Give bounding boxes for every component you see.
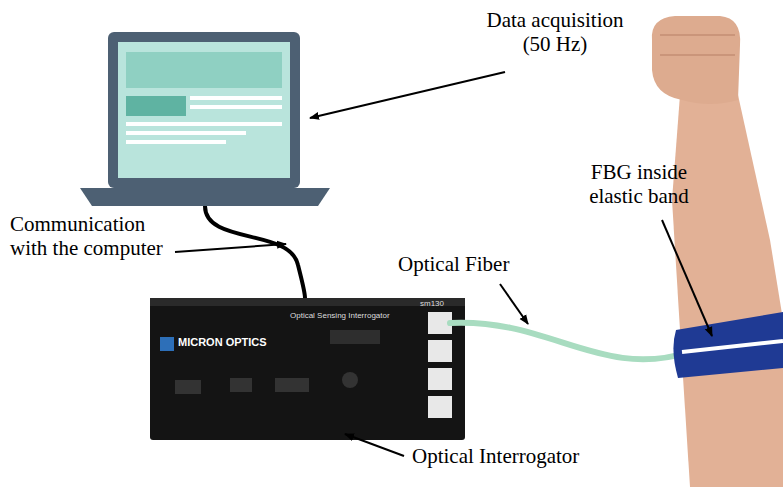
- device-label: Optical Sensing Interrogator: [290, 311, 390, 320]
- title-label: Data acquisition (50 Hz): [470, 8, 640, 56]
- optical-fiber: [450, 323, 690, 360]
- arm: [652, 16, 783, 487]
- optical-interrogator: [150, 298, 465, 440]
- leader-arrows: [175, 72, 712, 456]
- annotation: Communication with the computer: [10, 212, 175, 260]
- annotation: Optical Interrogator: [412, 444, 579, 468]
- model-label: sm130: [420, 299, 444, 308]
- brand-label: MICRON OPTICS: [178, 336, 267, 349]
- usb-cable: [205, 206, 305, 298]
- laptop: [80, 32, 330, 206]
- annotation: Optical Fiber: [398, 252, 509, 276]
- annotation: FBG inside elastic band: [578, 160, 700, 208]
